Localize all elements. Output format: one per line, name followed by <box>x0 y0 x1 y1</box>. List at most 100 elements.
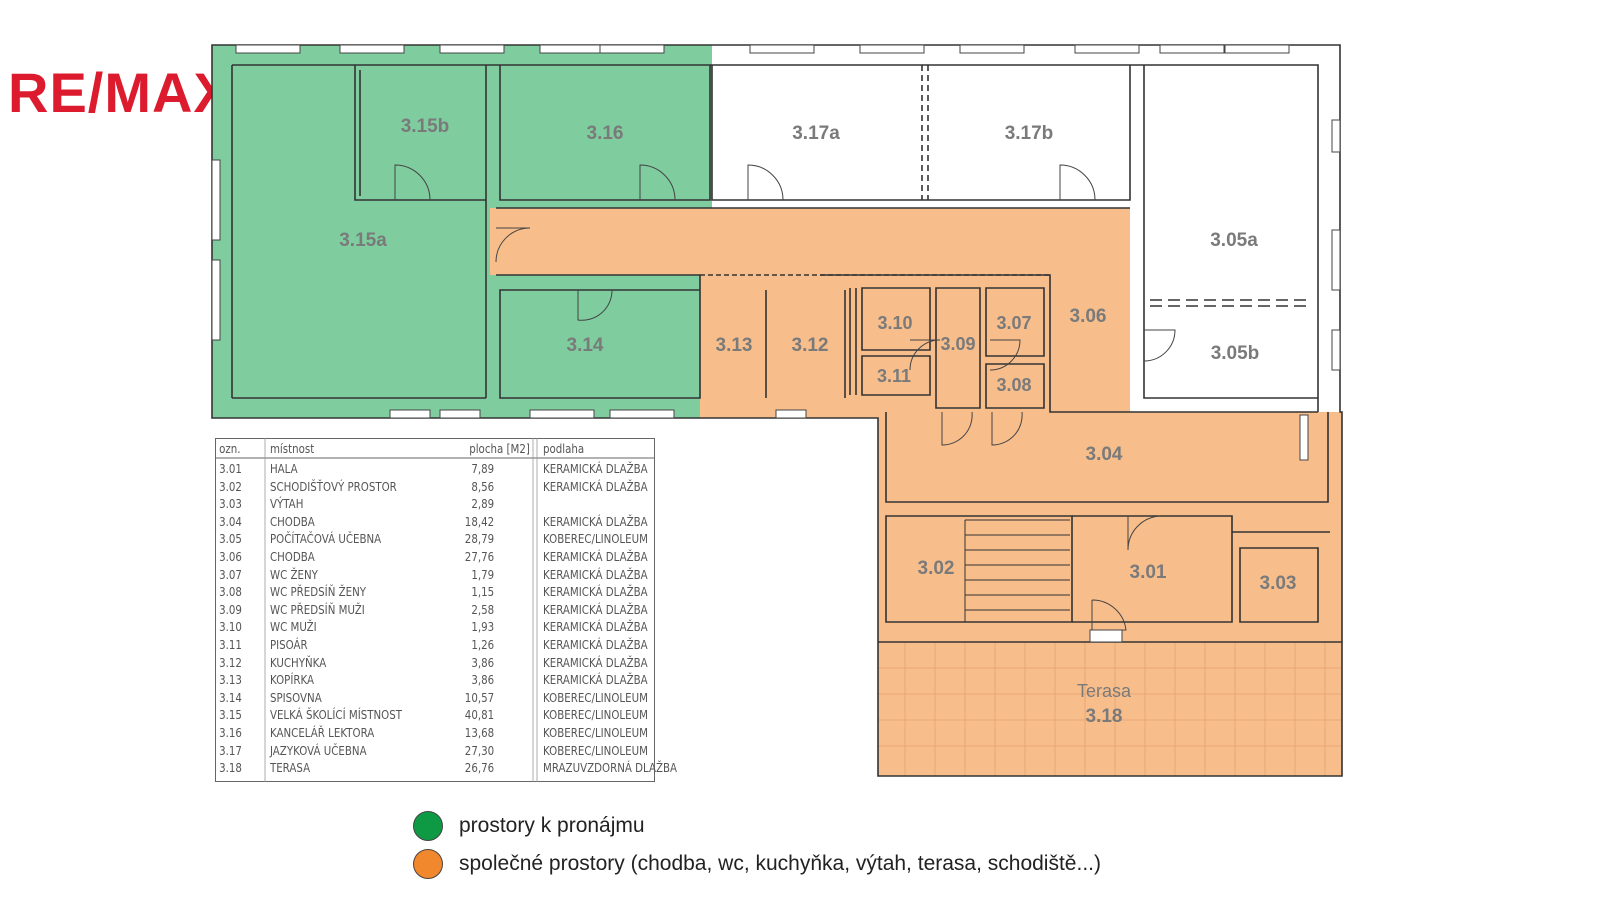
cell-code: 3.03 <box>219 496 242 512</box>
cell-room: CHODBA <box>269 513 315 529</box>
cell-code: 3.13 <box>219 672 242 688</box>
room-label-3-08: 3.08 <box>996 375 1031 395</box>
cell-floor: KOBEREC/LINOLEUM <box>543 707 648 723</box>
cell-floor: KERAMICKÁ DLAŽBA <box>543 601 648 617</box>
room-label-3-17b: 3.17b <box>1005 123 1054 144</box>
cell-code: 3.12 <box>219 654 242 670</box>
cell-code: 3.02 <box>219 478 242 494</box>
table-row: 3.12 KUCHYŇKA 3,86 KERAMICKÁ DLAŽBA <box>215 654 648 672</box>
cell-room: PISOÁR <box>269 637 308 652</box>
cell-floor: KERAMICKÁ DLAŽBA <box>543 619 648 635</box>
cell-area: 1,79 <box>471 566 495 582</box>
room-label-3-16: 3.16 <box>587 123 624 144</box>
room-label-3-15b: 3.15b <box>401 116 450 137</box>
legend: prostory k pronájmu společné prostory (c… <box>413 810 1213 890</box>
cell-area: 28,79 <box>464 531 495 547</box>
cell-code: 3.09 <box>219 601 242 617</box>
cell-area: 3,86 <box>471 672 495 688</box>
cell-room: CHODBA <box>269 549 315 564</box>
cell-floor: KOBEREC/LINOLEUM <box>543 742 648 758</box>
cell-floor: KERAMICKÁ DLAŽBA <box>543 478 648 494</box>
room-label-3-11: 3.11 <box>877 366 911 386</box>
cell-floor: MRAZUVZDORNÁ DLAŽBA <box>543 760 678 776</box>
cell-room: KANCELÁŘ LEKTORA <box>269 725 375 740</box>
cell-floor: KERAMICKÁ DLAŽBA <box>543 654 648 670</box>
door-swings <box>394 164 1176 631</box>
room-label-3-10: 3.10 <box>877 313 912 333</box>
cell-area: 3,86 <box>471 654 495 670</box>
room-label-3-14: 3.14 <box>567 335 604 356</box>
cell-room: TERASA <box>269 760 311 776</box>
cell-area: 13,68 <box>464 725 495 740</box>
cell-floor: KERAMICKÁ DLAŽBA <box>543 672 648 688</box>
terrace-tile-grid <box>878 642 1342 776</box>
cell-code: 3.07 <box>219 566 242 582</box>
cell-area: 18,42 <box>464 513 495 529</box>
cell-code: 3.01 <box>219 461 242 476</box>
logo-text: RE/MAX <box>8 64 232 124</box>
cell-room: VÝTAH <box>269 496 304 512</box>
cell-floor: KERAMICKÁ DLAŽBA <box>543 549 648 564</box>
legend-dot-green <box>413 811 443 841</box>
legend-item-rental: prostory k pronájmu <box>413 810 645 842</box>
cell-code: 3.11 <box>219 637 242 652</box>
cell-floor: KERAMICKÁ DLAŽBA <box>543 584 648 600</box>
cell-room: WC MUŽI <box>269 619 317 635</box>
cell-code: 3.14 <box>219 689 242 705</box>
cell-area: 2,58 <box>471 601 495 617</box>
cell-code: 3.05 <box>219 531 242 547</box>
cell-floor: KERAMICKÁ DLAŽBA <box>543 461 648 476</box>
cell-area: 40,81 <box>464 707 495 723</box>
cell-room: VELKÁ ŠKOLÍCÍ MÍSTNOST <box>269 707 402 723</box>
cell-code: 3.15 <box>219 707 242 723</box>
cell-room: SCHODIŠŤOVÝ PROSTOR <box>269 478 397 494</box>
room-label-3-04: 3.04 <box>1086 444 1123 465</box>
cell-area: 27,76 <box>464 549 495 564</box>
cell-code: 3.08 <box>219 584 242 600</box>
remax-logo: RE/MAX <box>8 64 232 124</box>
rental-office-zone <box>490 275 700 418</box>
cell-code: 3.16 <box>219 725 242 740</box>
cell-code: 3.10 <box>219 619 242 635</box>
table-row: 3.14 SPISOVNA 10,57 KOBEREC/LINOLEUM <box>215 689 648 707</box>
cell-room: WC ŽENY <box>269 566 318 582</box>
common-area-zone <box>490 208 1342 776</box>
cell-room: SPISOVNA <box>269 689 322 705</box>
table-row: 3.15 VELKÁ ŠKOLÍCÍ MÍSTNOST 40,81 KOBEREC/L… <box>215 706 648 724</box>
cell-room: KUCHYŇKA <box>269 654 327 670</box>
terrace-name-label: Terasa <box>1077 681 1132 701</box>
cell-floor: KERAMICKÁ DLAŽBA <box>543 513 648 529</box>
legend-label-common: společné prostory (chodba, wc, kuchyňka,… <box>459 852 1101 875</box>
cell-room: JAZYKOVÁ UČEBNA <box>269 742 367 758</box>
room-label-3-06: 3.06 <box>1070 306 1107 327</box>
table-row: 3.16 KANCELÁŘ LEKTORA 13,68 KOBEREC/LINOLEU… <box>215 724 648 742</box>
cell-floor: KOBEREC/LINOLEUM <box>543 725 648 740</box>
cell-area: 7,89 <box>471 461 495 476</box>
cell-floor: KERAMICKÁ DLAŽBA <box>543 637 648 652</box>
legend-label-rental: prostory k pronájmu <box>459 814 645 837</box>
cell-area: 26,76 <box>464 760 495 776</box>
cell-room: POČÍTAČOVÁ UČEBNA <box>269 531 382 547</box>
cell-area: 8,56 <box>471 478 495 494</box>
cell-area: 10,57 <box>464 689 495 705</box>
room-label-3-15a: 3.15a <box>339 230 387 251</box>
room-label-3-05a: 3.05a <box>1210 230 1258 251</box>
header-room: místnost <box>269 441 315 456</box>
walls <box>211 44 1343 777</box>
room-label-3-01: 3.01 <box>1130 562 1167 583</box>
cell-code: 3.18 <box>219 760 242 776</box>
room-label-3-18: 3.18 <box>1086 706 1123 727</box>
room-label-3-03: 3.03 <box>1260 573 1297 594</box>
cell-area: 1,15 <box>471 584 495 600</box>
cell-area: 27,30 <box>464 742 495 758</box>
windows <box>211 44 1341 643</box>
cell-floor: KOBEREC/LINOLEUM <box>543 689 648 705</box>
